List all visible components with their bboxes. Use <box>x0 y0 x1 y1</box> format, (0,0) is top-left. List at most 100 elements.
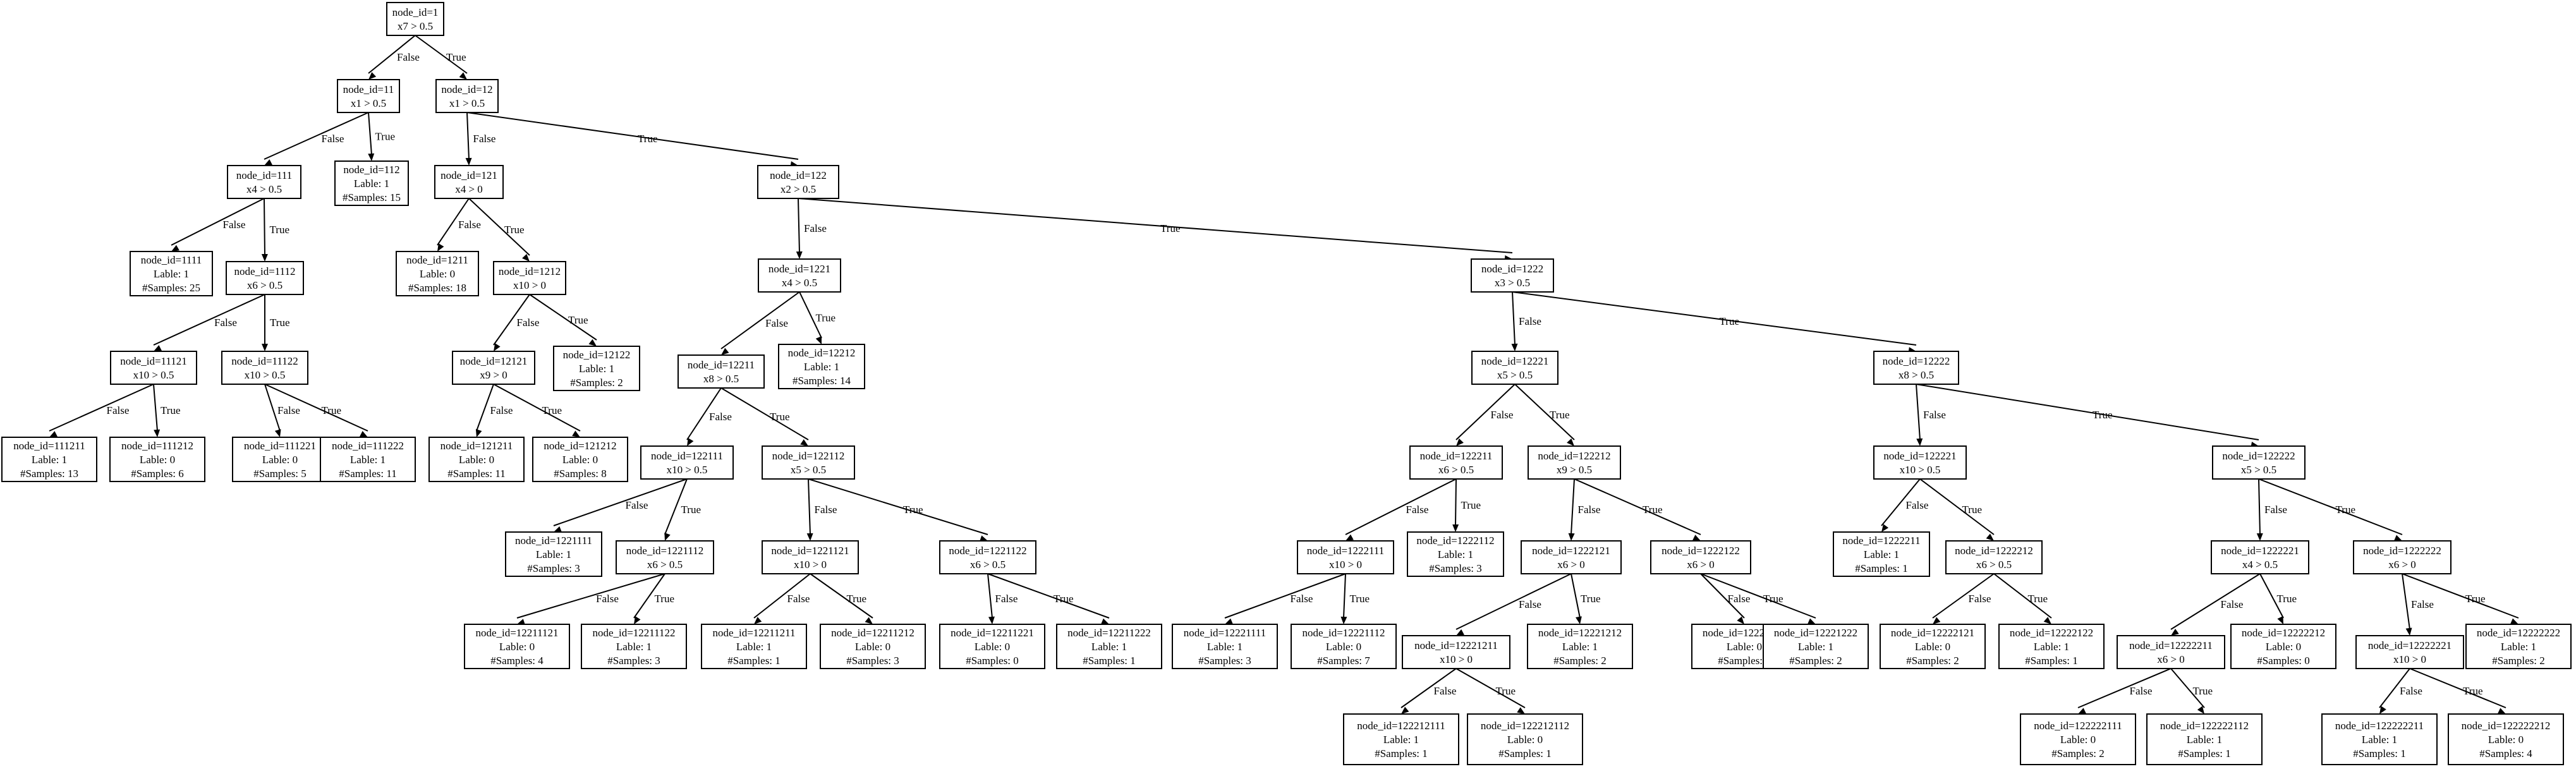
node-box <box>2230 624 2336 669</box>
edge-label: False <box>2400 685 2422 697</box>
tree-edge: False <box>2402 573 2434 636</box>
edge-label: True <box>2336 504 2356 516</box>
edge-line <box>2409 668 2506 708</box>
edge-line <box>808 478 988 535</box>
node-box <box>1402 635 1510 669</box>
node-id-label: node_id=12211222 <box>1067 627 1151 639</box>
edge-line <box>2170 668 2205 708</box>
edge-label: False <box>1434 685 1457 697</box>
edge-arrowhead <box>1986 533 1994 541</box>
node-box <box>616 540 714 574</box>
node-box <box>130 251 213 296</box>
node-id-label: node_id=121212 <box>544 440 616 452</box>
edge-line <box>368 112 372 155</box>
node-box <box>1297 540 1394 574</box>
edge-arrowhead <box>1737 616 1744 624</box>
node-id-label: node_id=1111 <box>141 254 202 266</box>
edge-line <box>1574 478 1701 535</box>
tree-edge: False <box>2379 668 2422 714</box>
node-box <box>532 437 628 482</box>
edge-arrowhead <box>1101 618 1109 624</box>
edge-arrowhead <box>1567 438 1574 446</box>
node-box <box>1528 445 1621 480</box>
node-samples-label: #Samples: 3 <box>607 655 660 667</box>
node-class-label: Lable: 0 <box>420 268 455 280</box>
edge-arrowhead <box>262 344 268 351</box>
edge-label: True <box>2465 593 2486 605</box>
edge-arrowhead <box>517 619 525 625</box>
node-id-label: node_id=12222211 <box>2129 639 2213 651</box>
edge-label: True <box>1461 499 1481 511</box>
edge-arrowhead <box>634 616 641 624</box>
node-box <box>2448 713 2564 765</box>
node-box <box>939 540 1036 574</box>
edge-arrowhead <box>1692 535 1701 541</box>
node-class-label: Lable: 0 <box>140 454 175 466</box>
node-id-label: node_id=112 <box>343 164 399 176</box>
node-class-label: Lable: 1 <box>1438 548 1473 560</box>
node-box <box>1056 624 1162 669</box>
edge-line <box>1919 478 1995 535</box>
edge-label: False <box>397 51 420 63</box>
edge-arrowhead <box>1568 533 1575 541</box>
node-box <box>1998 624 2105 669</box>
tree-edge: False <box>1455 573 1572 636</box>
edge-line <box>553 478 688 526</box>
edge-line <box>1700 573 1816 619</box>
tree-edge: False <box>264 112 369 166</box>
node-split-condition: x6 > 0 <box>2388 559 2416 571</box>
edge-label: True <box>2277 593 2297 605</box>
node-box <box>334 160 409 206</box>
tree-edge: True <box>2409 668 2506 714</box>
node-class-label: Lable: 1 <box>154 268 189 280</box>
edge-arrowhead <box>800 439 808 446</box>
edge-line <box>1993 573 2052 619</box>
edge-arrowhead <box>49 431 58 437</box>
edge-line <box>799 291 822 339</box>
edge-arrowhead <box>154 345 162 351</box>
node-class-label: Lable: 1 <box>354 178 389 190</box>
node-id-label: node_id=1112 <box>234 265 295 277</box>
edge-label: True <box>638 133 658 145</box>
edge-line <box>153 384 158 432</box>
node-box <box>2020 713 2136 765</box>
edge-arrowhead <box>154 429 161 437</box>
node-class-label: Lable: 1 <box>1798 641 1833 653</box>
edge-line <box>171 198 265 246</box>
edge-label: True <box>1496 685 1516 697</box>
tree-edge: True <box>466 112 799 168</box>
node-class-label: Lable: 1 <box>579 363 614 375</box>
tree-edge: False <box>2170 573 2261 636</box>
edge-arrowhead <box>368 72 377 80</box>
node-box <box>757 165 839 199</box>
tree-edge: False <box>493 294 539 351</box>
edge-line <box>2379 668 2410 708</box>
node-samples-label: #Samples: 2 <box>1789 655 1842 667</box>
edge-line <box>264 384 368 432</box>
edge-line <box>2402 573 2410 630</box>
edge-label: True <box>655 593 675 605</box>
edge-label: False <box>787 593 810 605</box>
edge-label: False <box>2411 598 2434 610</box>
tree-edge: True <box>1452 478 1481 532</box>
edge-label: True <box>847 593 867 605</box>
tree-edge: True <box>1514 384 1575 446</box>
tree-edge: False <box>153 294 265 351</box>
tree-edge: False <box>1400 668 1457 714</box>
node-id-label: node_id=12222212 <box>2242 627 2325 639</box>
edge-line <box>686 387 722 440</box>
edge-arrowhead <box>1916 438 1923 446</box>
edge-arrowhead <box>865 617 873 624</box>
node-id-label: node_id=12211221 <box>951 627 1034 639</box>
node-box <box>2117 635 2225 669</box>
